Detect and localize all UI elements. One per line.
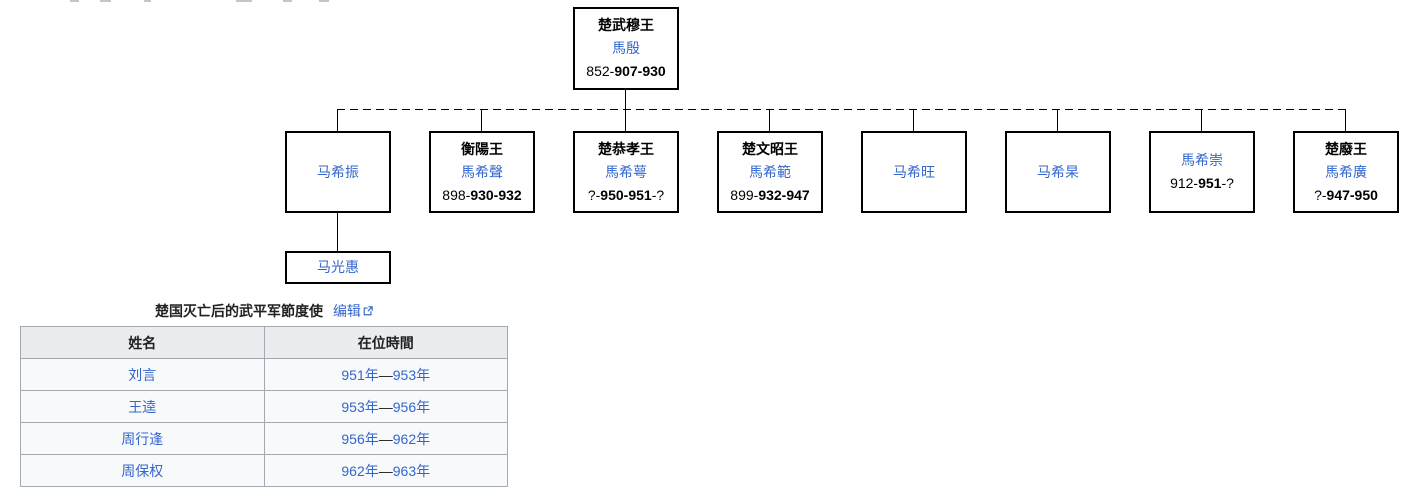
person-title: 楚武穆王: [598, 17, 654, 33]
external-link-icon: [363, 306, 373, 316]
connector-child-drop: [769, 110, 770, 131]
person-name-link[interactable]: 马希杲: [1037, 163, 1079, 180]
person-years: 898-930-932: [442, 186, 522, 203]
year-start-link[interactable]: 953年: [341, 398, 379, 415]
person-name-link[interactable]: 马希旺: [893, 163, 935, 180]
tree-box-child: 楚恭孝王馬希萼 ?-950-951-?: [573, 131, 679, 213]
person-title: 楚恭孝王: [598, 140, 654, 157]
table-caption: 楚国灭亡后的武平军節度使 编辑: [20, 301, 508, 321]
person-name-link[interactable]: 馬殷: [612, 40, 640, 56]
person-title: 楚廢王: [1325, 140, 1367, 157]
year-start-link[interactable]: 962年: [341, 462, 379, 479]
tree-box-child: 马希旺: [861, 131, 967, 213]
table-row: 周行逢 956年—962年: [20, 422, 508, 455]
person-title: 楚文昭王: [742, 140, 798, 157]
person-name-link[interactable]: 马光惠: [317, 259, 359, 275]
person-years: 852-907-930: [586, 63, 666, 79]
connector-child-drop: [1201, 110, 1202, 131]
year-end-link[interactable]: 953年: [392, 366, 431, 383]
connector-root-drop: [625, 90, 626, 109]
period-dash: —: [378, 366, 393, 383]
connector-child-drop: [625, 110, 626, 131]
person-name-link[interactable]: 馬希聲: [461, 163, 503, 180]
tree-box-child: 马希杲: [1005, 131, 1111, 213]
person-name-link[interactable]: 马希振: [317, 163, 359, 180]
table-caption-text: 楚国灭亡后的武平军節度使: [155, 303, 324, 319]
cell-period: 951年—953年: [263, 358, 508, 391]
tree-box-child: 马希振: [285, 131, 391, 213]
person-years: ?-950-951-?: [587, 186, 665, 203]
cell-name: 刘言: [20, 358, 265, 391]
connector-child-drop: [1057, 110, 1058, 131]
year-end-link[interactable]: 962年: [392, 430, 431, 447]
year-end-link[interactable]: 956年: [392, 398, 431, 415]
tree-box-child: 馬希崇 912-951-?: [1149, 131, 1255, 213]
governor-link[interactable]: 王逵: [128, 398, 157, 415]
period-dash: —: [378, 462, 393, 479]
clipped-text-artifact: [0, 0, 1418, 2]
tree-box-child: 楚廢王馬希廣 ?-947-950: [1293, 131, 1399, 213]
connector-grandchild-drop: [337, 213, 338, 251]
cell-period: 962年—963年: [263, 454, 508, 487]
person-name-link[interactable]: 馬希萼: [605, 163, 647, 180]
tree-box-grandchild: 马光惠: [285, 251, 391, 284]
period-dash: —: [378, 398, 393, 415]
cell-period: 956年—962年: [263, 422, 508, 455]
edit-link[interactable]: 编辑: [332, 303, 361, 319]
governor-link[interactable]: 周行逢: [121, 430, 164, 447]
tree-box-child: 楚文昭王馬希範 899-932-947: [717, 131, 823, 213]
person-years: 912-951-?: [1170, 175, 1234, 191]
person-name-link[interactable]: 馬希範: [749, 163, 791, 180]
table-row: 王逵 953年—956年: [20, 390, 508, 423]
year-end-link[interactable]: 963年: [392, 462, 431, 479]
person-name-link[interactable]: 馬希崇: [1181, 152, 1223, 168]
governors-table-head: 姓名在位時間: [20, 326, 508, 359]
column-header-period: 在位時間: [263, 326, 508, 359]
person-name-link[interactable]: 馬希廣: [1325, 163, 1367, 180]
table-row: 周保权 962年—963年: [20, 454, 508, 487]
year-start-link[interactable]: 956年: [341, 430, 379, 447]
connector-child-drop: [481, 110, 482, 131]
connector-child-drop: [913, 110, 914, 131]
tree-box-child: 衡陽王馬希聲 898-930-932: [429, 131, 535, 213]
cell-name: 王逵: [20, 390, 265, 423]
connector-child-drop: [1345, 110, 1346, 131]
column-header-name: 姓名: [20, 326, 265, 359]
table-row: 刘言 951年—953年: [20, 358, 508, 391]
governor-link[interactable]: 刘言: [128, 366, 157, 383]
governor-link[interactable]: 周保权: [121, 462, 164, 479]
cell-name: 周保权: [20, 454, 265, 487]
connector-siblings-dashed: [337, 109, 1346, 110]
period-dash: —: [378, 430, 393, 447]
year-start-link[interactable]: 951年: [341, 366, 379, 383]
person-years: ?-947-950: [1314, 186, 1378, 203]
cell-name: 周行逢: [20, 422, 265, 455]
cell-period: 953年—956年: [263, 390, 508, 423]
person-years: 899-932-947: [730, 186, 810, 203]
person-title: 衡陽王: [461, 140, 503, 157]
tree-box-root: 楚武穆王馬殷 852-907-930: [573, 7, 679, 90]
connector-child-drop: [337, 110, 338, 131]
